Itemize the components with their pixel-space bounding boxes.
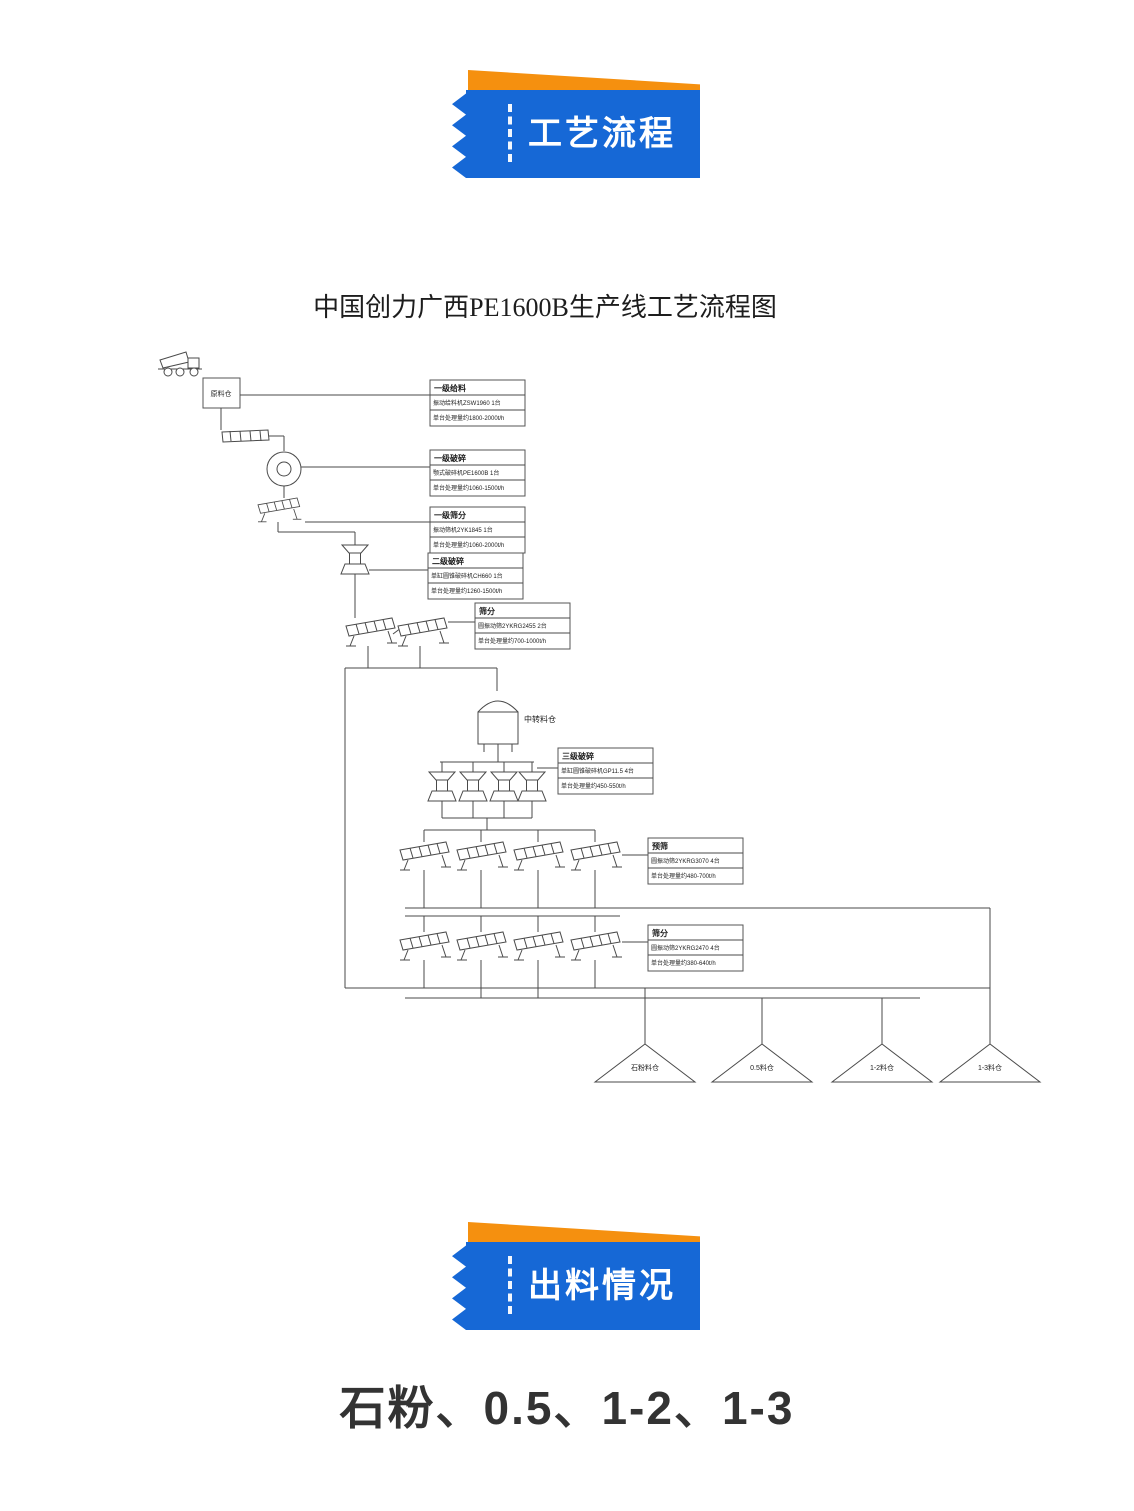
flow-lines-buses — [405, 870, 990, 932]
diagram-title: 中国创力广西PE1600B生产线工艺流程图 — [313, 293, 777, 322]
svg-text:单台处理量约1800-2000t/h: 单台处理量约1800-2000t/h — [433, 414, 504, 422]
primary-screen-icon — [257, 497, 302, 523]
tertiary-cone-crusher-icon — [427, 771, 457, 802]
stockpile-13: 1-3料仓 — [938, 1043, 1042, 1083]
stockpile-label: 1-3料仓 — [978, 1063, 1002, 1072]
svg-text:振动筛机2YK1845 1台: 振动筛机2YK1845 1台 — [433, 526, 493, 534]
label-box-screening-pair: 筛分 圆振动筛2YKRG2455 2台 单台处理量约700-1000t/h — [448, 602, 571, 650]
section-banner-process: 工艺流程 — [452, 70, 700, 180]
banner-dashed-divider — [508, 104, 512, 162]
final-screen-icon — [513, 931, 566, 961]
svg-text:单台处理量约1060-1500t/h: 单台处理量约1060-1500t/h — [433, 484, 504, 492]
svg-text:单缸圆锥破碎机CH660 1台: 单缸圆锥破碎机CH660 1台 — [431, 572, 503, 580]
svg-text:筛分: 筛分 — [652, 928, 668, 938]
final-screen-icon — [456, 931, 509, 961]
output-sizes-text: 石粉、0.5、1-2、1-3 — [339, 1382, 795, 1434]
svg-text:预筛: 预筛 — [652, 841, 668, 851]
svg-text:振动给料机ZSW1960 1台: 振动给料机ZSW1960 1台 — [433, 399, 501, 407]
tertiary-cone-crusher-icon — [517, 771, 547, 802]
final-screen-icon — [399, 931, 452, 961]
raw-material-bin: 原料仓 — [202, 377, 241, 409]
flow-lines-mid — [423, 801, 596, 842]
label-box-primary-screening: 一级筛分 振动筛机2YK1845 1台 单台处理量约1060-2000t/h — [305, 506, 526, 554]
prescreen-icon — [570, 841, 623, 871]
svg-text:一级给料: 一级给料 — [434, 383, 466, 393]
tertiary-cone-crusher-icon — [458, 771, 488, 802]
transfer-silo-label: 中转料仓 — [524, 714, 556, 724]
svg-text:一级筛分: 一级筛分 — [434, 510, 466, 520]
raw-material-bin-label: 原料仓 — [211, 389, 232, 398]
flow-lines-lower — [345, 908, 991, 1044]
label-box-tertiary-crushing: 三级破碎 单缸圆锥破碎机GP11.5 4台 单台处理量约450-550t/h — [537, 747, 654, 795]
tertiary-cone-crusher-icon — [489, 771, 519, 802]
banner-dashed-divider — [508, 1256, 512, 1314]
stockpile-05: 0.5料仓 — [710, 1043, 814, 1083]
vibrating-feeder-icon — [221, 429, 270, 443]
label-box-prescreening: 预筛 圆振动筛2YKRG3070 4台 单台处理量约480-700t/h — [622, 837, 744, 885]
process-flow-diagram: 中国创力广西PE1600B生产线工艺流程图 原料仓 — [158, 293, 1042, 1083]
stockpile-label: 1-2料仓 — [870, 1063, 894, 1072]
banner-title: 出料情况 — [528, 1267, 676, 1305]
banner-blue-box — [452, 90, 700, 178]
label-box-final-screening: 筛分 圆振动筛2YKRG2470 4台 单台处理量约380-640t/h — [622, 924, 744, 972]
banner-blue-box — [452, 1242, 700, 1330]
svg-text:圆振动筛2YKRG2455 2台: 圆振动筛2YKRG2455 2台 — [478, 622, 547, 630]
svg-text:圆振动筛2YKRG3070 4台: 圆振动筛2YKRG3070 4台 — [651, 857, 720, 865]
prescreen-icon — [513, 841, 566, 871]
stockpile-label: 0.5料仓 — [750, 1063, 774, 1072]
screen-pair-left-icon — [345, 617, 398, 647]
svg-text:三级破碎: 三级破碎 — [562, 751, 594, 761]
svg-text:颚式破碎机PE1600B 1台: 颚式破碎机PE1600B 1台 — [433, 469, 499, 477]
dump-truck-icon — [158, 351, 202, 377]
flow-lines-silo — [440, 744, 534, 772]
screen-pair-right-icon — [397, 617, 450, 647]
svg-text:筛分: 筛分 — [479, 606, 495, 616]
flow-lines-upper — [220, 408, 498, 988]
transfer-silo-icon: 中转料仓 — [477, 700, 556, 752]
svg-text:单台处理量约380-640t/h: 单台处理量约380-640t/h — [651, 959, 716, 967]
stockpile-shifen: 石粉料仓 — [593, 1043, 697, 1083]
svg-text:单台处理量约1260-1500t/h: 单台处理量约1260-1500t/h — [431, 587, 502, 595]
svg-text:单台处理量约700-1000t/h: 单台处理量约700-1000t/h — [478, 637, 546, 645]
svg-text:一级破碎: 一级破碎 — [434, 453, 466, 463]
label-box-secondary-crushing: 二级破碎 单缸圆锥破碎机CH660 1台 单台处理量约1260-1500t/h — [369, 552, 524, 600]
svg-text:单台处理量约1060-2000t/h: 单台处理量约1060-2000t/h — [433, 541, 504, 549]
prescreen-icon — [456, 841, 509, 871]
svg-text:圆振动筛2YKRG2470 4台: 圆振动筛2YKRG2470 4台 — [651, 944, 720, 952]
label-box-primary-crushing: 一级破碎 颚式破碎机PE1600B 1台 单台处理量约1060-1500t/h — [301, 449, 526, 497]
prescreen-icon — [399, 841, 452, 871]
svg-text:单台处理量约480-700t/h: 单台处理量约480-700t/h — [651, 872, 716, 880]
svg-text:二级破碎: 二级破碎 — [432, 556, 464, 566]
secondary-cone-crusher-icon — [340, 544, 370, 575]
svg-text:单台处理量约450-550t/h: 单台处理量约450-550t/h — [561, 782, 626, 790]
banner-title: 工艺流程 — [528, 115, 676, 153]
stockpile-label: 石粉料仓 — [631, 1063, 659, 1072]
jaw-crusher-icon — [266, 451, 302, 487]
section-banner-discharge: 出料情况 — [452, 1222, 700, 1332]
svg-text:单缸圆锥破碎机GP11.5 4台: 单缸圆锥破碎机GP11.5 4台 — [561, 767, 634, 775]
final-screen-icon — [570, 931, 623, 961]
label-box-primary-feeding: 一级给料 振动给料机ZSW1960 1台 单台处理量约1800-2000t/h — [240, 379, 526, 427]
stockpile-12: 1-2料仓 — [830, 1043, 934, 1083]
